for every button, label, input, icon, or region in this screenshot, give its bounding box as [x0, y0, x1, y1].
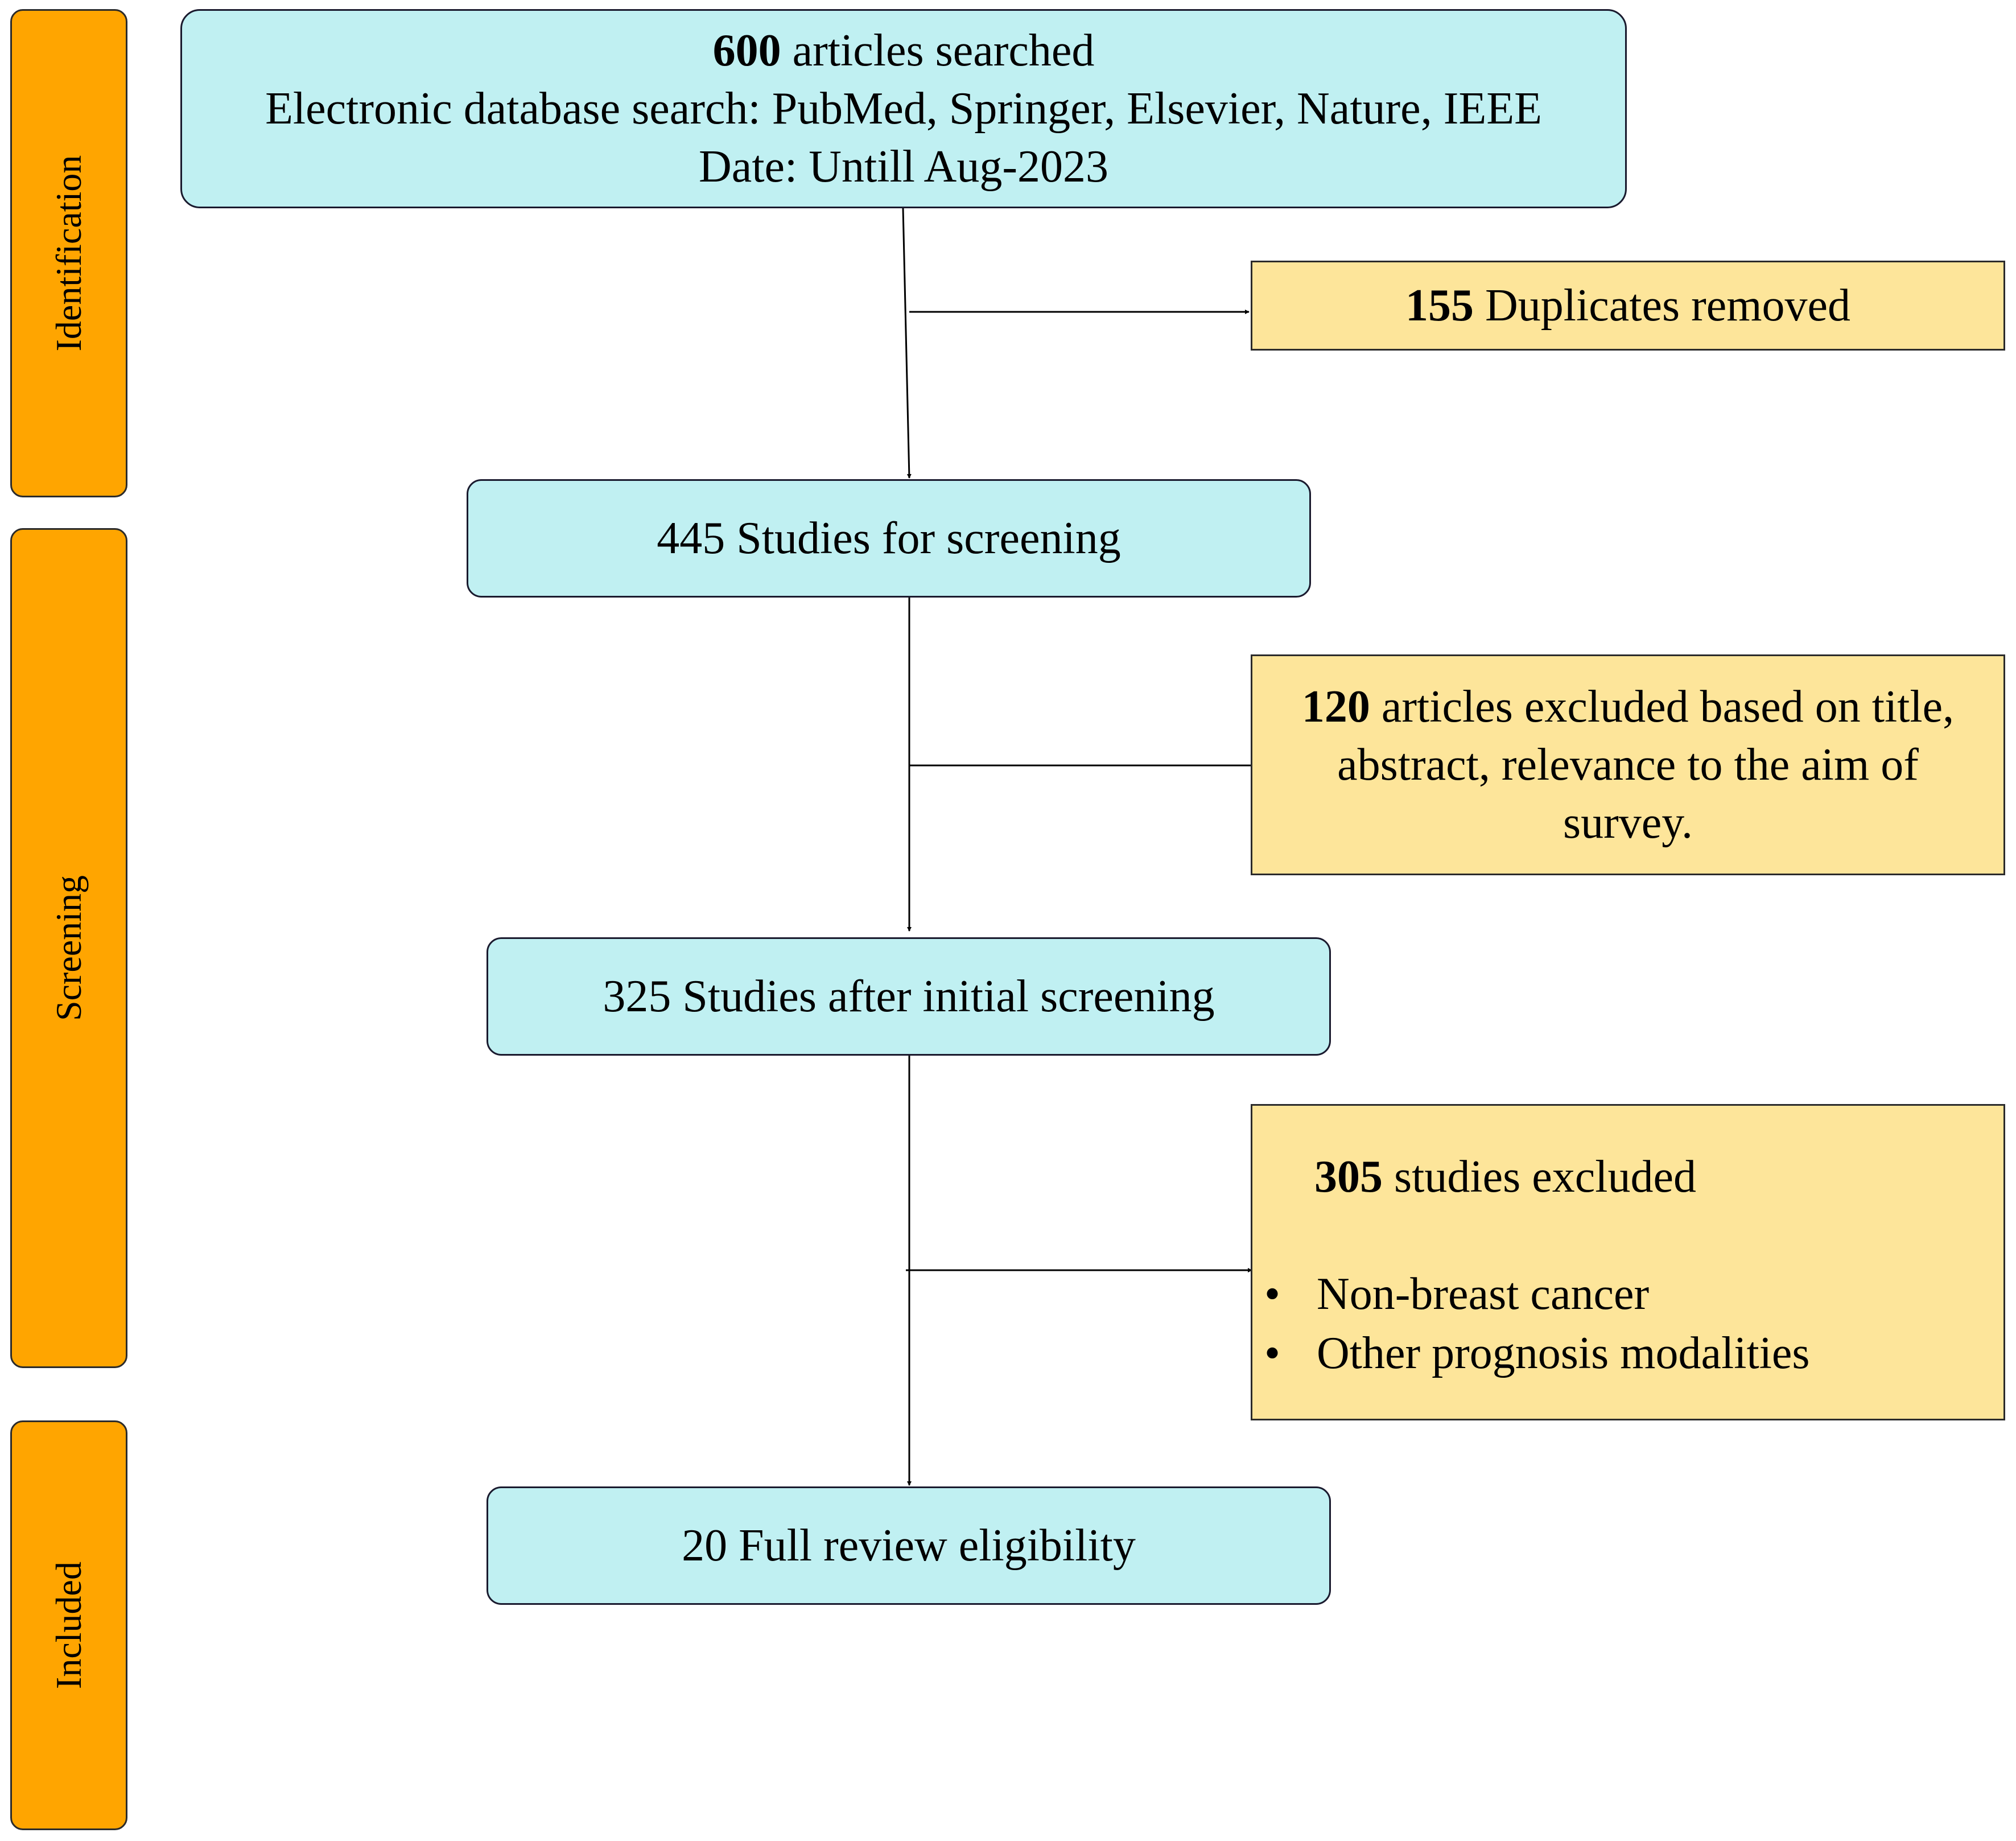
excluded-title-line1: articles excluded based on title,	[1370, 682, 1955, 732]
search-box-line1: 600 articles searched	[713, 22, 1095, 80]
exclusion-reason: •Non-breast cancer	[1264, 1265, 1810, 1324]
excluded-title-line2: abstract, relevance to the aim of	[1337, 740, 1919, 790]
initial-screening-box: 325 Studies after initial screening	[487, 937, 1331, 1056]
excluded-title-line3: survey.	[1562, 798, 1693, 848]
exclusion-reasons: •Non-breast cancer •Other prognosis moda…	[1264, 1265, 1810, 1383]
initial-screening-text: 325 Studies after initial screening	[603, 971, 1215, 1022]
included-box: 20 Full review eligibility	[487, 1486, 1331, 1605]
stage-screening: Screening	[10, 528, 127, 1368]
duplicates-box: 155 Duplicates removed	[1251, 261, 2005, 351]
search-box-line2: Electronic database search: PubMed, Spri…	[265, 84, 1542, 134]
search-box: 600 articles searched Electronic databas…	[180, 9, 1627, 208]
exclusion-reason: •Other prognosis modalities	[1264, 1324, 1810, 1383]
stage-identification: Identification	[10, 9, 127, 497]
duplicates-text: Duplicates removed	[1474, 281, 1850, 331]
search-count-text: articles searched	[781, 26, 1095, 76]
included-box-text: 20 Full review eligibility	[682, 1521, 1136, 1571]
duplicates-count: 155	[1405, 281, 1474, 331]
excluded-studies-count: 305	[1314, 1152, 1383, 1202]
excluded-studies-heading: 305 studies excluded	[1314, 1147, 1696, 1206]
arrow-search-to-screening	[902, 208, 912, 479]
screening-box-text: 445 Studies for screening	[657, 513, 1121, 563]
excluded-title-box: 120 articles excluded based on title, ab…	[1251, 654, 2005, 875]
excluded-studies-box	[1251, 1104, 2005, 1420]
bullet-icon: •	[1264, 1269, 1281, 1319]
screening-box: 445 Studies for screening	[467, 479, 1311, 598]
excluded-studies-text: studies excluded	[1383, 1152, 1696, 1202]
search-box-line3: Date: Untill Aug-2023	[699, 142, 1108, 192]
search-count: 600	[712, 26, 781, 76]
stage-included: Included	[10, 1420, 127, 1830]
bullet-icon: •	[1264, 1328, 1281, 1378]
excluded-title-count: 120	[1301, 682, 1370, 732]
